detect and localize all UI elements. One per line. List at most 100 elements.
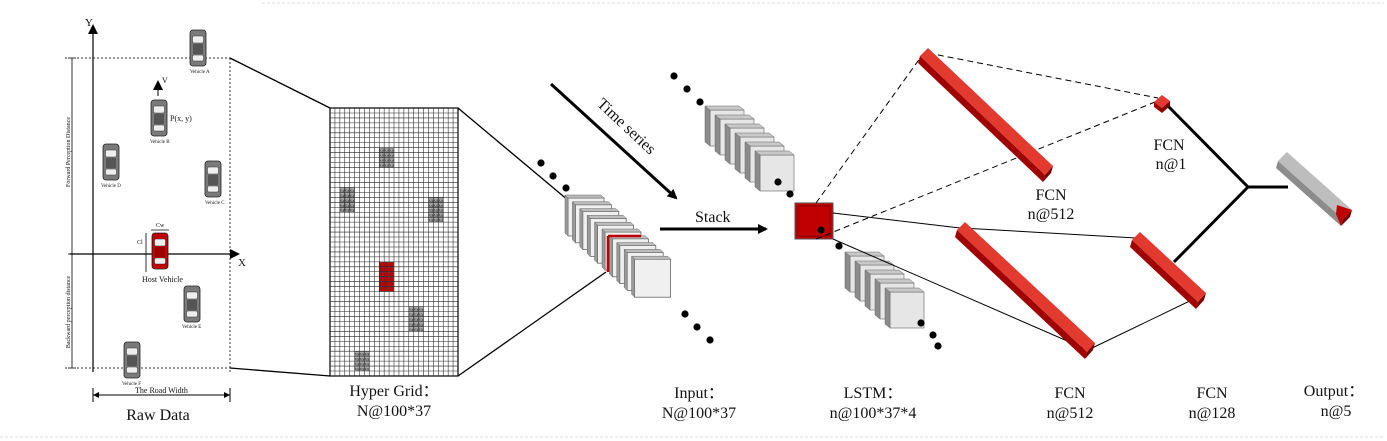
svg-text:x,y: x,y [384, 154, 389, 158]
vehicle-c [204, 160, 222, 198]
velocity-label: V [162, 76, 168, 85]
host-vehicle-label: Host Vehicle [142, 275, 183, 284]
svg-text:x,y: x,y [380, 159, 385, 163]
lstm-lower-stack [844, 251, 925, 329]
fcn-top-label-line2: n@1 [1155, 156, 1187, 173]
raw-data-panel [65, 24, 240, 402]
svg-text:x,y: x,y [380, 164, 385, 168]
input-caption-line2: N@100*37 [661, 405, 737, 422]
svg-text:x,y: x,y [409, 322, 414, 326]
fcn-mid-label-line1: FCN [1035, 187, 1067, 204]
vehicle-e [183, 285, 201, 323]
fcn512-caption-line1: FCN [1054, 385, 1086, 402]
svg-text:x,y: x,y [384, 149, 389, 153]
svg-text:x,y: x,y [434, 208, 439, 212]
svg-text:x,y: x,y [350, 193, 355, 197]
input-caption-line1: Input： [674, 385, 724, 402]
dot [537, 159, 545, 167]
ellipsis-dots [537, 72, 942, 350]
svg-text:x,y: x,y [409, 317, 414, 321]
svg-text:x,y: x,y [380, 149, 385, 153]
host-vehicle [151, 232, 169, 270]
road-width-label: The Road Width [135, 386, 188, 395]
svg-text:x,y: x,y [365, 357, 370, 361]
dot [670, 72, 678, 80]
fcn128-caption-line2: n@128 [1188, 405, 1236, 422]
svg-text:x,y: x,y [355, 367, 360, 371]
fcn-bar-upper-512 [918, 48, 1053, 182]
svg-text:x,y: x,y [414, 327, 419, 331]
lstm-upper-frame [754, 150, 795, 192]
output-bar [1276, 152, 1352, 226]
svg-text:x,y: x,y [350, 203, 355, 207]
dot [929, 331, 937, 339]
fcn512-caption-line2: n@512 [1046, 405, 1094, 422]
dot [562, 184, 570, 192]
fcn-node-1 [1154, 95, 1170, 113]
svg-text:x,y: x,y [340, 203, 345, 207]
svg-text:x,y: x,y [365, 367, 370, 371]
lstm-caption-line1: LSTM： [843, 385, 903, 402]
lstm-cell [794, 202, 834, 240]
svg-text:x,y: x,y [419, 322, 424, 326]
svg-text:x,y: x,y [340, 193, 345, 197]
svg-text:x,y: x,y [414, 307, 419, 311]
output-caption-line2: n@5 [1320, 403, 1352, 420]
forward-distance-label: Forward Perception Distance [66, 117, 72, 187]
fcn-bar-lower-512 [955, 222, 1095, 359]
vehicle-a [189, 29, 207, 67]
vehicle-f-label: Vehicle F [122, 382, 142, 387]
svg-text:x,y: x,y [380, 154, 385, 158]
svg-text:x,y: x,y [434, 198, 439, 202]
time-series-label: Time series [593, 95, 658, 158]
connections [815, 52, 1288, 351]
svg-text:x,y: x,y [389, 149, 394, 153]
lstm-upper-stack [704, 105, 795, 192]
point-label: P(x, y) [170, 114, 192, 123]
backward-distance-label: Backward perception distance [66, 276, 72, 349]
svg-text:x,y: x,y [439, 198, 444, 202]
input-stack [564, 194, 672, 298]
hyper-grid-caption-line2: N@100*37 [356, 403, 432, 420]
hyper-grid: x,yx,yx,yx,yx,yx,yx,yx,yx,yx,yx,yx,yx,yx… [329, 107, 459, 377]
svg-text:x,y: x,y [350, 198, 355, 202]
output-caption-line1: Output： [1303, 383, 1365, 400]
svg-text:x,y: x,y [419, 307, 424, 311]
dot [917, 319, 925, 327]
fcn-bar-128 [1130, 232, 1206, 309]
stack-label: Stack [695, 209, 731, 226]
x-axis-label: X [238, 257, 246, 269]
svg-text:x,y: x,y [389, 159, 394, 163]
vehicle-d [102, 143, 120, 181]
svg-text:x,y: x,y [414, 312, 419, 316]
vehicle-c-label: Vehicle C [205, 201, 225, 206]
dot [683, 85, 691, 93]
raw-data-caption: Raw Data [126, 407, 190, 424]
svg-text:x,y: x,y [360, 367, 365, 371]
vehicle-a-label: Vehicle A [190, 70, 210, 75]
svg-text:x,y: x,y [429, 208, 434, 212]
svg-text:x,y: x,y [409, 312, 414, 316]
svg-text:x,y: x,y [355, 362, 360, 366]
dot [835, 242, 843, 250]
svg-text:x,y: x,y [434, 203, 439, 207]
dot [706, 336, 714, 344]
svg-text:x,y: x,y [365, 352, 370, 356]
cl-label: Cl [137, 240, 143, 246]
input-frame [630, 255, 672, 298]
vehicle-e-label: Vehicle E [182, 325, 202, 330]
svg-text:x,y: x,y [409, 307, 414, 311]
svg-text:x,y: x,y [439, 203, 444, 207]
svg-text:x,y: x,y [414, 322, 419, 326]
lstm-caption-line2: n@100*37*4 [829, 405, 917, 422]
svg-text:x,y: x,y [350, 208, 355, 212]
svg-text:x,y: x,y [439, 208, 444, 212]
vehicle-b [150, 99, 168, 137]
svg-text:x,y: x,y [439, 218, 444, 222]
svg-text:x,y: x,y [350, 188, 355, 192]
svg-text:x,y: x,y [340, 188, 345, 192]
svg-text:x,y: x,y [439, 213, 444, 217]
fcn128-caption-line1: FCN [1196, 385, 1228, 402]
